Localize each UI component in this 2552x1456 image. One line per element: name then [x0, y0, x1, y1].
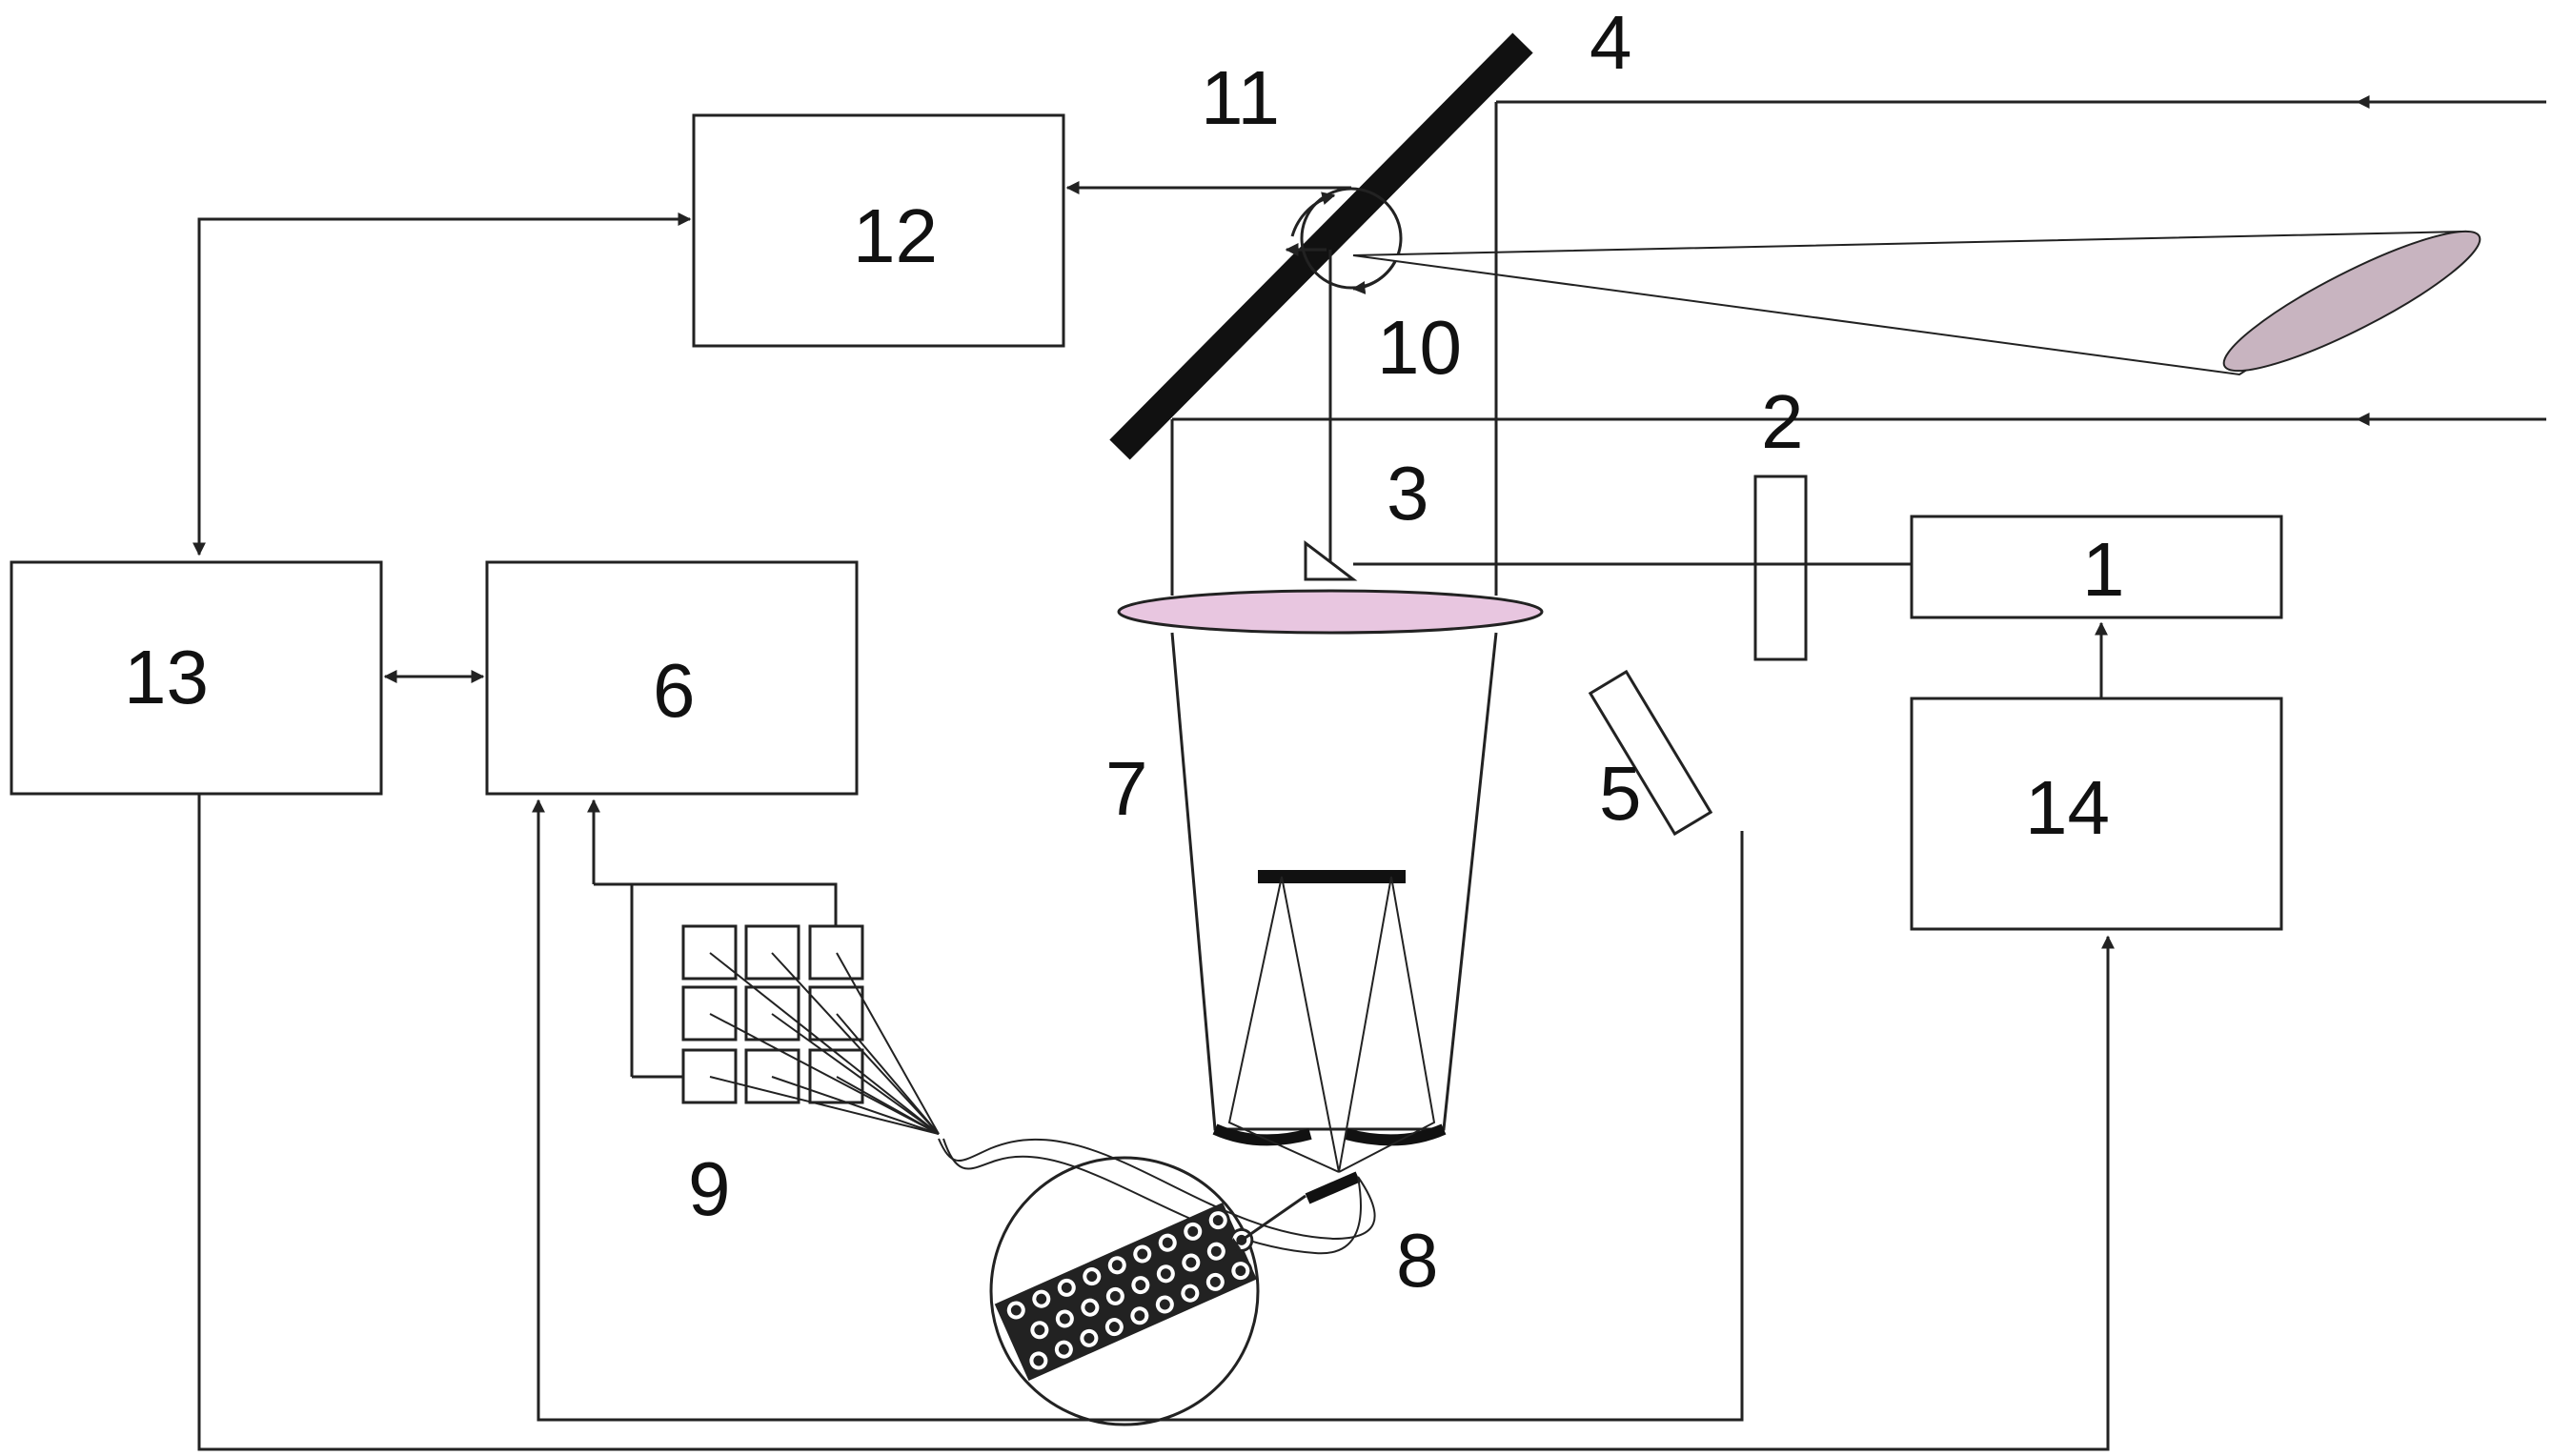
label-6: 6 [653, 648, 696, 733]
label-2: 2 [1761, 379, 1804, 464]
label-10: 10 [1377, 305, 1462, 390]
rotation-arrow-a [1290, 192, 1336, 237]
block-1 [1910, 515, 2283, 619]
target-ellipse [2222, 230, 2481, 373]
fiber-center [1185, 1287, 1196, 1299]
element-2-filter [1753, 475, 1808, 661]
primary-mirror-right [1344, 1123, 1447, 1146]
telescope-body [1170, 632, 1498, 1131]
zoom-arrow [1225, 1194, 1306, 1252]
block-6 [485, 560, 859, 796]
fiber-center [1134, 1310, 1145, 1322]
fiber-center [1086, 1271, 1098, 1283]
fiber-center [1108, 1322, 1120, 1333]
label-11: 11 [1201, 55, 1280, 140]
fiber-center [1185, 1257, 1197, 1268]
fiber-center [1210, 1245, 1222, 1257]
label-5: 5 [1599, 751, 1642, 836]
telescope-ray-center-b [1338, 876, 1392, 1173]
fiber-center [1059, 1313, 1070, 1325]
label-12: 12 [853, 193, 938, 278]
fiber-center [1010, 1304, 1022, 1316]
label-7: 7 [1105, 746, 1148, 831]
fiber-center [1137, 1248, 1148, 1260]
detector-bus [630, 882, 838, 1077]
label-3: 3 [1387, 451, 1429, 536]
fiber-center [1084, 1302, 1096, 1313]
fiber-array [994, 1203, 1257, 1381]
fiber-center [1209, 1276, 1221, 1287]
block-13 [10, 560, 383, 796]
block-12 [692, 113, 1065, 348]
detector-fibers [709, 952, 940, 1135]
label-9: 9 [688, 1146, 731, 1231]
fiber-center [1034, 1325, 1045, 1336]
link-5-6 [532, 799, 1744, 1422]
label-4: 4 [1590, 0, 1632, 85]
fiber-center [1111, 1260, 1123, 1271]
element-4-scan-mirror [1109, 32, 1533, 460]
element-5-mirror [1588, 669, 1713, 837]
telescope-ray-center-a [1281, 876, 1340, 1173]
label-1: 1 [2082, 527, 2125, 612]
fiber-bundle-upper [938, 1138, 1376, 1241]
fiber-center [1159, 1299, 1170, 1310]
element-8-fiber-face [1305, 1171, 1361, 1204]
fiber-cross-section-circle [989, 1156, 1260, 1426]
fiber-bundle-lower [942, 1138, 1362, 1255]
link-13-14 [197, 794, 2115, 1451]
fiber-center [1109, 1290, 1121, 1302]
label-14: 14 [2025, 765, 2110, 850]
element-3-prism [1304, 539, 1358, 581]
fiber-center [1058, 1344, 1069, 1355]
fiber-center [1162, 1237, 1173, 1248]
link-13-12 [192, 212, 692, 556]
primary-mirror-left [1212, 1123, 1312, 1146]
telescope-rays-left [1227, 876, 1340, 1173]
element-7-lens [1117, 589, 1544, 635]
label-8: 8 [1396, 1218, 1439, 1303]
fiber-center [1160, 1268, 1171, 1280]
fiber-center [1061, 1282, 1072, 1293]
fiber-center [1235, 1265, 1246, 1277]
fiber-center [1135, 1280, 1146, 1291]
block-14 [1910, 697, 2283, 931]
fiber-center [1212, 1215, 1224, 1226]
label-13: 13 [124, 635, 209, 719]
fiber-center [1033, 1355, 1044, 1366]
fiber-center [1187, 1225, 1199, 1237]
telescope-rays-right [1338, 876, 1436, 1173]
fiber-center [1036, 1293, 1047, 1304]
element-9-detector-array [681, 924, 864, 1104]
fiber-center [1084, 1332, 1095, 1344]
